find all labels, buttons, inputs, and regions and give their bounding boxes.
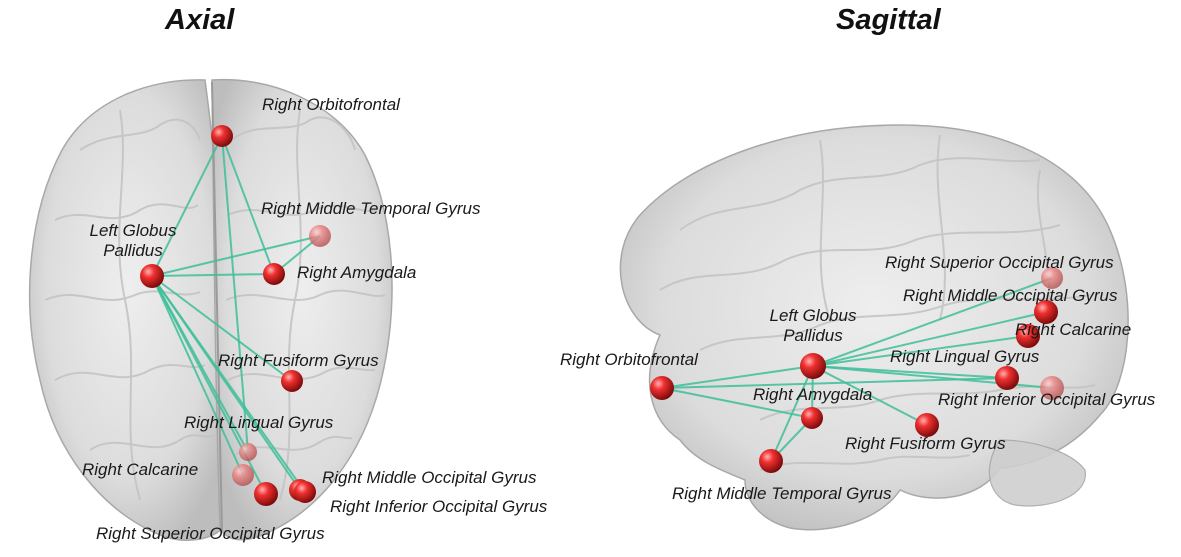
axial-node-right-lingual-gyrus [239,443,257,461]
sagittal-label-right-calcarine: Right Calcarine [1015,320,1131,340]
sagittal-node-right-lingual-gyrus [995,366,1019,390]
sagittal-node-left-globus-pallidus [800,353,826,379]
sagittal-label-right-amygdala: Right Amygdala [753,385,872,405]
axial-label-right-lingual-gyrus: Right Lingual Gyrus [184,413,333,433]
sagittal-label-right-orbitofrontal: Right Orbitofrontal [560,350,698,370]
sagittal-label-right-middle-temporal-gyrus: Right Middle Temporal Gyrus [672,484,892,504]
sagittal-label-left-globus-pallidus: Left Globus Pallidus [760,306,866,346]
axial-node-right-amygdala [263,263,285,285]
sagittal-label-left-globus-pallidus-line2: Pallidus [760,326,866,346]
axial-node-right-fusiform-gyrus [281,370,303,392]
axial-label-right-middle-temporal-gyrus: Right Middle Temporal Gyrus [261,199,481,219]
axial-label-left-globus-pallidus-line2: Pallidus [83,241,183,261]
axial-node-right-superior-occipital-gyrus [254,482,278,506]
axial-label-right-calcarine: Right Calcarine [82,460,198,480]
axial-label-right-inferior-occipital-gyrus: Right Inferior Occipital Gyrus [330,497,547,517]
sagittal-label-right-inferior-occipital-gyrus: Right Inferior Occipital Gyrus [938,390,1155,410]
axial-label-right-amygdala: Right Amygdala [297,263,416,283]
axial-node-right-calcarine [232,464,254,486]
axial-label-right-orbitofrontal: Right Orbitofrontal [262,95,400,115]
axial-label-left-globus-pallidus: Left Globus Pallidus [83,221,183,261]
axial-node-right-inferior-occipital-gyrus [294,481,316,503]
sagittal-label-right-fusiform-gyrus: Right Fusiform Gyrus [845,434,1006,454]
sagittal-node-right-orbitofrontal [650,376,674,400]
axial-label-right-fusiform-gyrus: Right Fusiform Gyrus [218,351,379,371]
sagittal-label-right-lingual-gyrus: Right Lingual Gyrus [890,347,1039,367]
axial-label-right-middle-occipital-gyrus: Right Middle Occipital Gyrus [322,468,536,488]
sagittal-node-right-middle-temporal-gyrus [759,449,783,473]
axial-label-left-globus-pallidus-line1: Left Globus [83,221,183,241]
axial-label-right-superior-occipital-gyrus: Right Superior Occipital Gyrus [96,524,325,544]
axial-node-right-orbitofrontal [211,125,233,147]
sagittal-label-right-superior-occipital-gyrus: Right Superior Occipital Gyrus [885,253,1114,273]
sagittal-label-left-globus-pallidus-line1: Left Globus [760,306,866,326]
sagittal-node-right-amygdala [801,407,823,429]
axial-node-right-middle-temporal-gyrus [309,225,331,247]
axial-node-left-globus-pallidus [140,264,164,288]
sagittal-label-right-middle-occipital-gyrus: Right Middle Occipital Gyrus [903,286,1117,306]
